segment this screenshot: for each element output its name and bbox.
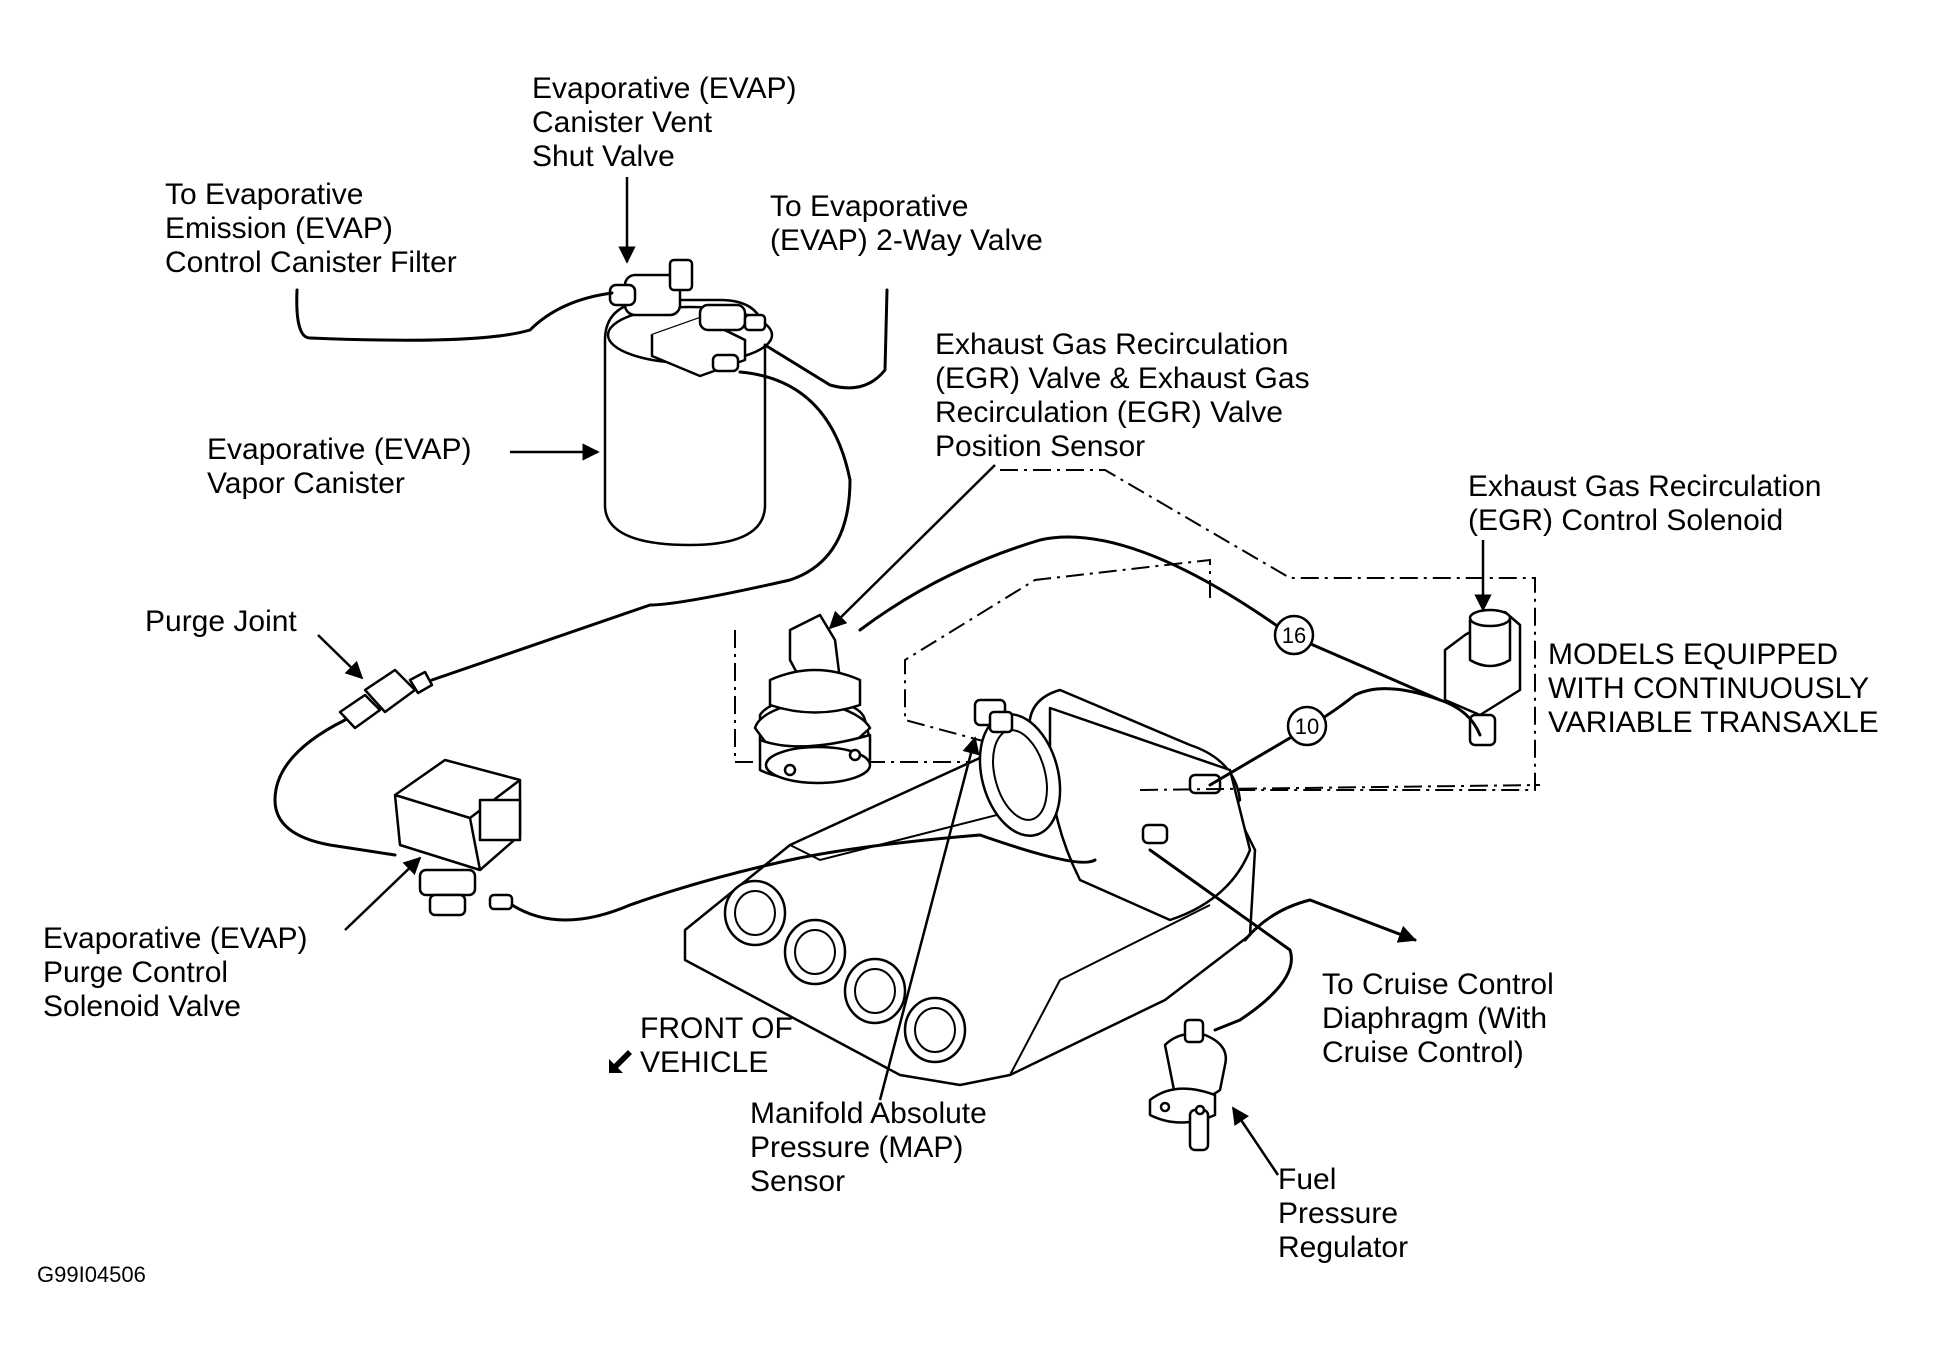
fuel-pressure-regulator <box>1148 1018 1228 1152</box>
front-of-vehicle-label: FRONT OF VEHICLE <box>640 1012 793 1079</box>
hose-marker-16: 16 <box>1273 614 1315 656</box>
intake-manifold <box>683 688 1257 1087</box>
vacuum-hoses <box>273 288 1482 1032</box>
egr-valve-label: Exhaust Gas Recirculation (EGR) Valve & … <box>935 328 1310 463</box>
purge-joint-label: Purge Joint <box>145 605 297 638</box>
cruise-control-label: To Cruise Control Diaphragm (With Cruise… <box>1322 968 1554 1069</box>
two-way-valve-label: To Evaporative (EVAP) 2-Way Valve <box>770 190 1043 257</box>
egr-control-solenoid <box>1443 608 1522 747</box>
svg-text:16: 16 <box>1282 623 1306 648</box>
map-sensor-label: Manifold Absolute Pressure (MAP) Sensor <box>750 1097 987 1198</box>
leader-lines <box>317 177 1492 1176</box>
front-arrow-icon <box>609 1050 632 1073</box>
hose-marker-10: 10 <box>1286 705 1328 747</box>
figure-id: G99I04506 <box>37 1262 146 1287</box>
purge-control-solenoid <box>393 758 522 917</box>
egr-control-solenoid-label: Exhaust Gas Recirculation (EGR) Control … <box>1468 470 1822 537</box>
egr-valve <box>753 613 872 785</box>
map-sensor <box>973 698 1014 734</box>
purge-joint <box>338 668 434 730</box>
cvt-boundary <box>734 469 1536 791</box>
control-canister-filter-label: To Evaporative Emission (EVAP) Control C… <box>165 178 457 279</box>
cvt-boundary-lower <box>1139 784 1541 791</box>
canister-vent-shut-valve-label: Evaporative (EVAP) Canister Vent Shut Va… <box>532 72 797 173</box>
purge-control-solenoid-label: Evaporative (EVAP) Purge Control Solenoi… <box>43 922 308 1023</box>
vapor-canister-label: Evaporative (EVAP) Vapor Canister <box>207 433 472 500</box>
cvt-note-label: MODELS EQUIPPED WITH CONTINUOUSLY VARIAB… <box>1548 638 1879 739</box>
fuel-pressure-regulator-label: Fuel Pressure Regulator <box>1278 1163 1409 1264</box>
evap-vapor-canister <box>603 258 774 547</box>
svg-text:10: 10 <box>1295 714 1319 739</box>
